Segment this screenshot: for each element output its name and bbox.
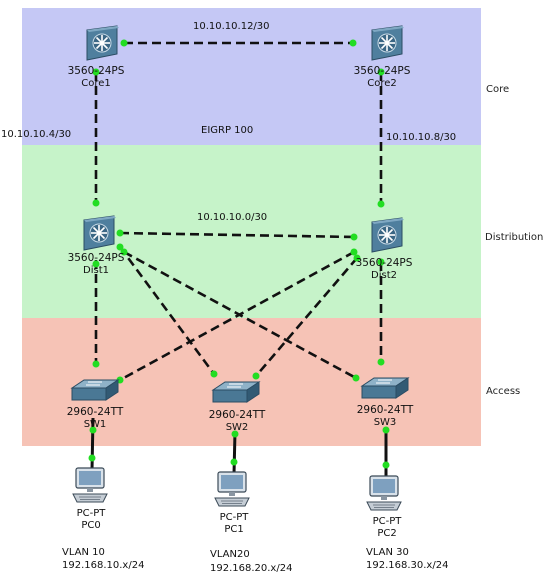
link-up-dot: [89, 426, 97, 434]
pc0-model-label: PC-PT: [76, 508, 106, 519]
link-up-dot: [352, 374, 360, 382]
vlan20-subnet: 192.168.20.x/24: [208, 563, 295, 574]
core-layer-label: Core: [486, 84, 510, 95]
switch-icon[interactable]: [211, 380, 261, 406]
link-up-dot: [382, 461, 390, 469]
link-up-dot: [231, 430, 239, 438]
link-up-dot: [382, 426, 390, 434]
link-up-dot: [230, 458, 238, 466]
link-dist1-sw2[interactable]: [118, 246, 216, 375]
link-label-core1-core2: 10.10.10.12/30: [193, 21, 270, 32]
switch-icon[interactable]: [70, 378, 120, 404]
vlan20-name: VLAN20: [208, 549, 252, 560]
link-up-dot: [92, 260, 100, 268]
core1-name-label: Core1: [81, 78, 111, 89]
routing-protocol-label: EIGRP 100: [201, 125, 254, 136]
link-up-dot: [116, 243, 124, 251]
link-dist2-sw2[interactable]: [255, 257, 358, 377]
link-up-dot: [116, 229, 124, 237]
link-up-dot: [252, 372, 260, 380]
link-up-dot: [353, 254, 361, 262]
link-up-dot: [377, 68, 385, 76]
vlan30-name: VLAN 30: [364, 547, 411, 558]
link-up-dot: [120, 248, 128, 256]
dist1-model-label: 3560-24PS: [67, 252, 125, 264]
core2-name-label: Core2: [367, 78, 397, 89]
sw2-model-label: 2960-24TT: [208, 409, 266, 421]
vlan10-subnet: 192.168.10.x/24: [60, 560, 147, 571]
link-up-dot: [349, 39, 357, 47]
link-label-core1-dist1: 10.10.10.4/30: [1, 129, 72, 140]
link-up-dot: [350, 233, 358, 241]
link-label-core2-dist2: 10.10.10.8/30: [386, 132, 457, 143]
link-up-dot: [120, 39, 128, 47]
pc-icon[interactable]: [364, 474, 404, 514]
dist2-name-label: Dist2: [371, 270, 397, 281]
link-up-dot: [377, 200, 385, 208]
pc0-name-label: PC0: [81, 520, 101, 531]
pc2-name-label: PC2: [377, 528, 397, 539]
sw3-model-label: 2960-24TT: [356, 404, 414, 416]
link-up-dot: [350, 248, 358, 256]
sw2-name-label: SW2: [225, 422, 249, 433]
sw1-model-label: 2960-24TT: [66, 406, 124, 418]
pc1-name-label: PC1: [224, 524, 244, 535]
link-up-dot: [92, 360, 100, 368]
pc1-model-label: PC-PT: [219, 512, 249, 523]
vlan30-subnet: 192.168.30.x/24: [364, 560, 451, 571]
link-label-dist1-dist2: 10.10.10.0/30: [197, 212, 268, 223]
pc-icon[interactable]: [70, 466, 110, 506]
pc-icon[interactable]: [212, 470, 252, 510]
link-dist2-sw1[interactable]: [119, 250, 355, 382]
access-layer-label: Access: [486, 386, 521, 397]
core2-model-label: 3560-24PS: [353, 65, 411, 77]
sw3-name-label: SW3: [373, 417, 397, 428]
multilayer-switch-icon[interactable]: [366, 216, 406, 256]
switch-icon[interactable]: [360, 376, 410, 402]
dist1-name-label: Dist1: [83, 265, 109, 276]
link-up-dot: [210, 370, 218, 378]
link-up-dot: [92, 199, 100, 207]
multilayer-switch-icon[interactable]: [78, 214, 118, 254]
link-up-dot: [377, 258, 385, 266]
link-up-dot: [377, 358, 385, 366]
link-dist1-dist2[interactable]: [119, 231, 355, 239]
link-up-dot: [88, 454, 96, 462]
multilayer-switch-icon[interactable]: [81, 24, 121, 64]
vlan10-name: VLAN 10: [60, 547, 107, 558]
sw1-name-label: SW1: [83, 419, 107, 430]
core1-model-label: 3560-24PS: [67, 65, 125, 77]
distribution-layer-label: Distribution: [485, 232, 544, 243]
pc2-model-label: PC-PT: [372, 516, 402, 527]
link-up-dot: [92, 68, 100, 76]
dist2-model-label: 3560-24PS: [355, 257, 413, 269]
link-sw2-pc1[interactable]: [232, 431, 237, 475]
multilayer-switch-icon[interactable]: [366, 24, 406, 64]
